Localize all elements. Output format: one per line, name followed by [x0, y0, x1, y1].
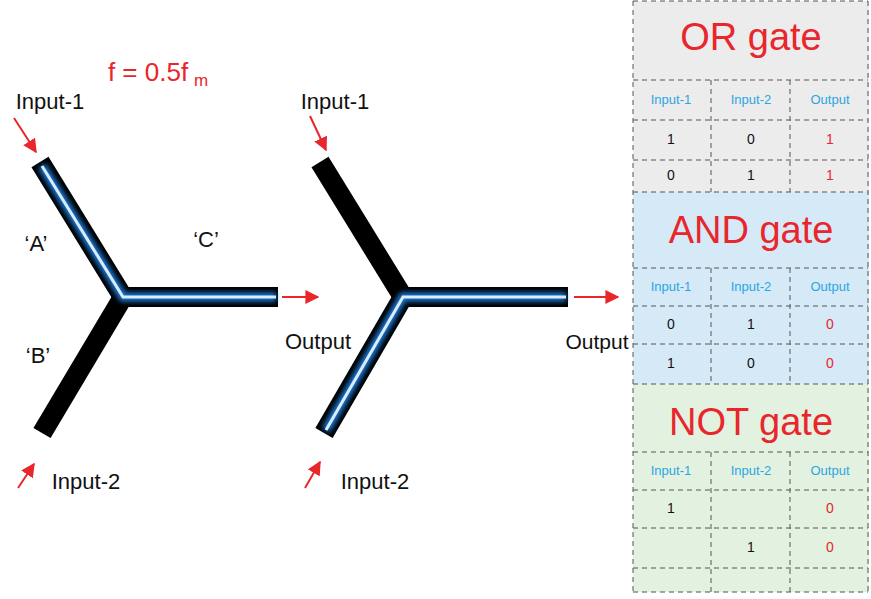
arm-label: ‘A’	[25, 232, 48, 256]
table-cell: 1	[826, 168, 834, 183]
table-cell: 1	[667, 132, 675, 147]
port-label: Output	[565, 330, 628, 353]
table-cell: 0	[747, 356, 755, 371]
port-label: Input-2	[341, 470, 410, 494]
table-header: Input-1	[651, 280, 691, 294]
table-cell: 0	[826, 501, 834, 516]
frequency-label: f = 0.5f	[108, 58, 188, 87]
table-header: Input-1	[651, 464, 691, 478]
table-header: Output	[810, 93, 849, 107]
red-arrows	[14, 116, 618, 488]
table-cell: 1	[667, 501, 675, 516]
port-label: Input-1	[301, 90, 370, 114]
table-cell: 0	[667, 168, 675, 183]
y-junction-1	[40, 162, 278, 433]
port-label: Input-2	[52, 470, 121, 494]
table-header: Input-1	[651, 93, 691, 107]
table-cell: 1	[826, 132, 834, 147]
gate-table-panel: NOT gate	[633, 384, 869, 592]
table-header: Input-2	[731, 93, 771, 107]
table-cell: 0	[826, 317, 834, 332]
table-cell: 1	[747, 168, 755, 183]
port-label: Input-1	[16, 90, 85, 114]
table-cell: 0	[826, 540, 834, 555]
y-junction-2	[320, 162, 568, 433]
table-header: Output	[810, 464, 849, 478]
table-cell: 0	[667, 317, 675, 332]
port-label: Output	[285, 330, 351, 354]
table-header: Output	[810, 280, 849, 294]
table-cell: 1	[747, 540, 755, 555]
table-header: Input-2	[731, 280, 771, 294]
table-cell: 1	[667, 356, 675, 371]
arm-label: ‘C’	[193, 228, 219, 252]
gate-heading: AND gate	[669, 210, 834, 252]
arm-label: ‘B’	[26, 344, 50, 368]
table-header: Input-2	[731, 464, 771, 478]
table-cell: 0	[826, 356, 834, 371]
gate-heading: NOT gate	[669, 402, 833, 444]
table-cell: 1	[747, 317, 755, 332]
gate-heading: OR gate	[680, 17, 822, 59]
frequency-subscript: m	[194, 72, 208, 91]
table-cell: 0	[747, 132, 755, 147]
